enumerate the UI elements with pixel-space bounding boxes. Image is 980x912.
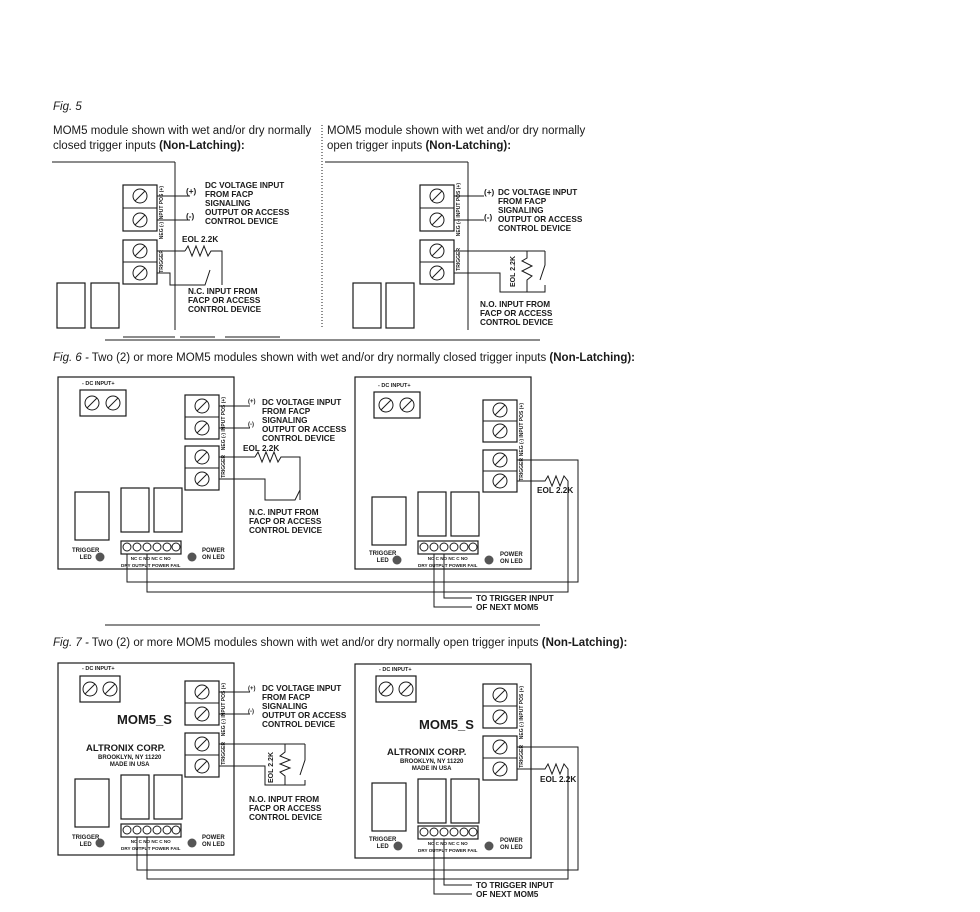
dc-input-label: - DC INPUT+ (82, 381, 115, 387)
neg-pos-vertical-label: NEG (-) INPUT POS (+) (221, 683, 227, 737)
neg-pos-vertical-label: NEG (-) INPUT POS (+) (159, 186, 165, 240)
fig5-right-caption-line2: open trigger inputs (Non-Latching): (327, 140, 512, 152)
eol-label: EOL 2.2K (510, 256, 517, 287)
plus-label: (+) (484, 188, 495, 197)
eol-label: EOL 2.2K (268, 752, 275, 783)
fig5-left-caption-line2: closed trigger inputs (Non-Latching): (53, 140, 245, 152)
fig5-right-caption-line1: MOM5 module shown with wet and/or dry no… (327, 125, 586, 137)
trigger-vertical-label: TRIGGER (519, 745, 525, 768)
eol-label: EOL 2.2K (243, 444, 280, 453)
plus-label: (+) (248, 686, 256, 692)
fig7-right-board (354, 663, 579, 895)
minus-label: (-) (248, 709, 254, 715)
fig7-caption: Fig. 7 - Two (2) or more MOM5 modules sh… (53, 637, 628, 649)
neg-pos-vertical-label: NEG (-) INPUT POS (+) (456, 183, 462, 237)
eol-label: EOL 2.2K (182, 235, 219, 244)
trigger-vertical-label: TRIGGER (159, 250, 165, 273)
dc-input-label: - DC INPUT+ (379, 667, 412, 673)
trigger-vertical-label: TRIGGER (456, 248, 462, 271)
fig7-left-board (57, 662, 579, 880)
eol-label: EOL 2.2K (537, 486, 574, 495)
fig5-left-caption-line1: MOM5 module shown with wet and/or dry no… (53, 125, 312, 137)
trigger-vertical-label: TRIGGER (519, 458, 525, 481)
minus-label: (-) (186, 212, 195, 221)
dc-input-label: - DC INPUT+ (378, 383, 411, 389)
neg-pos-vertical-label: NEG (-) INPUT POS (+) (221, 397, 227, 451)
model-label: MOM5_S (117, 712, 172, 727)
trigger-vertical-label: TRIGGER (221, 742, 227, 765)
fig5-left-module (52, 161, 280, 338)
plus-label: (+) (248, 399, 256, 405)
plus-label: (+) (186, 187, 197, 196)
fig5-right-module (325, 161, 546, 341)
trigger-vertical-label: TRIGGER (221, 455, 227, 478)
model-label: MOM5_S (419, 717, 474, 732)
fig6-caption: Fig. 6 - Two (2) or more MOM5 modules sh… (53, 352, 636, 364)
fig6-right-board (354, 376, 579, 608)
company-label: ALTRONIX CORP. (86, 743, 166, 754)
fig5-number: Fig. 5 (53, 101, 82, 113)
fig6-left-board (57, 376, 579, 593)
minus-label: (-) (248, 422, 254, 428)
eol-label: EOL 2.2K (540, 775, 577, 784)
minus-label: (-) (484, 213, 493, 222)
neg-pos-vertical-label: NEG (-) INPUT POS (+) (519, 403, 525, 457)
company-label: ALTRONIX CORP. (387, 747, 467, 758)
neg-pos-vertical-label: NEG (-) INPUT POS (+) (519, 686, 525, 740)
dc-input-label: - DC INPUT+ (82, 666, 115, 672)
